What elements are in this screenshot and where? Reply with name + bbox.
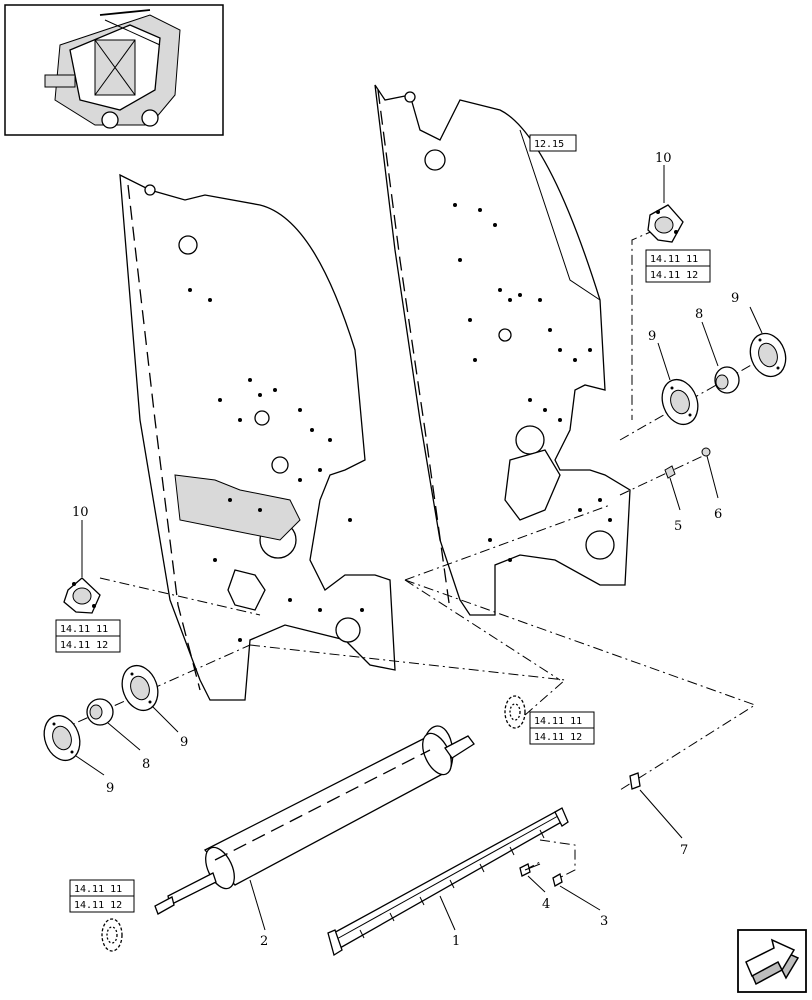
callout-5: 5: [674, 519, 682, 534]
callout-1: 1: [452, 934, 460, 949]
callout-8-right: 8: [695, 307, 703, 322]
scraper-teeth: [359, 829, 545, 939]
callout-8-left: 8: [142, 757, 150, 772]
svg-text:14.11 12: 14.11 12: [74, 900, 122, 911]
flange-bearing-left[interactable]: [63, 577, 101, 614]
svg-text:14.11 11: 14.11 11: [534, 716, 582, 727]
flange-plate-right-outer[interactable]: [745, 329, 792, 382]
section-ref-box[interactable]: 12.15: [529, 134, 577, 152]
callout-9-right-inner: 9: [648, 329, 656, 344]
roller-end-hub-ghost-lower: [101, 918, 123, 952]
left-plate-bolt-holes: [188, 288, 364, 642]
bearing-insert-right[interactable]: [714, 366, 740, 394]
thumbnail-view[interactable]: [4, 4, 224, 136]
nut-6[interactable]: [701, 447, 711, 457]
flange-plate-left-inner[interactable]: [116, 661, 164, 716]
callout-2: 2: [260, 934, 268, 949]
callout-10-right: 10: [655, 151, 672, 166]
clip-7[interactable]: [629, 772, 641, 790]
callout-9-left-inner: 9: [180, 735, 188, 750]
callout-9-left-outer: 9: [106, 781, 114, 796]
svg-text:14.11 12: 14.11 12: [534, 732, 582, 743]
bolt-4[interactable]: [519, 863, 541, 877]
section-ref-label: 12.15: [534, 139, 564, 150]
ref-box-right-upper[interactable]: 14.11 11 14.11 12: [645, 249, 711, 283]
flange-plate-right-inner[interactable]: [656, 375, 704, 430]
svg-text:14.11 11: 14.11 11: [74, 884, 122, 895]
svg-text:14.11 11: 14.11 11: [650, 254, 698, 265]
ref-box-roller-end[interactable]: 14.11 11 14.11 12: [529, 711, 595, 745]
scraper-bar-1[interactable]: [327, 807, 569, 957]
ref-box-left-mid[interactable]: 14.11 11 14.11 12: [55, 619, 121, 653]
bearing-insert-left[interactable]: [86, 698, 114, 726]
next-page-button[interactable]: [737, 929, 807, 993]
callout-6: 6: [714, 507, 722, 522]
callout-3: 3: [600, 914, 608, 929]
callout-10-left: 10: [72, 505, 89, 520]
roller-2[interactable]: [154, 725, 475, 915]
bolt-3[interactable]: [552, 873, 563, 887]
callout-9-right-outer: 9: [731, 291, 739, 306]
svg-text:14.11 12: 14.11 12: [650, 270, 698, 281]
svg-text:14.11 11: 14.11 11: [60, 624, 108, 635]
next-page-arrow-icon: [745, 938, 800, 986]
callout-7: 7: [680, 843, 688, 858]
left-side-plate[interactable]: [119, 173, 396, 701]
right-plate-bolt-holes: [453, 203, 612, 562]
callout-4: 4: [542, 897, 550, 912]
baler-assembly-thumbnail: [44, 9, 181, 129]
bolt-5[interactable]: [664, 465, 676, 479]
ref-box-left-lower[interactable]: 14.11 11 14.11 12: [69, 879, 135, 913]
right-side-plate[interactable]: [374, 84, 631, 616]
svg-text:14.11 12: 14.11 12: [60, 640, 108, 651]
flange-plate-left-outer[interactable]: [38, 711, 86, 766]
roller-end-hub-ghost: [504, 695, 526, 729]
flange-bearing-right[interactable]: [647, 204, 684, 243]
